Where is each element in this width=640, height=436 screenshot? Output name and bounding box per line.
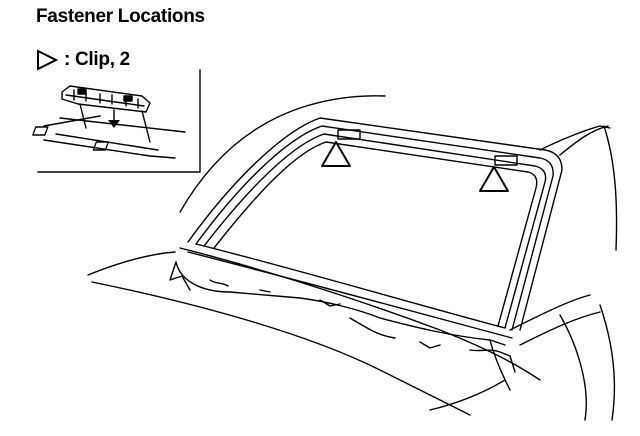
clip-location-left-marker-icon [321, 141, 351, 167]
clip-part [61, 85, 151, 113]
diagram-title: Fastener Locations [36, 6, 205, 27]
clip-location-right-marker-icon [479, 166, 509, 192]
cowl-area [169, 261, 516, 391]
legend-label: : Clip, 2 [64, 49, 130, 70]
legend: : Clip, 2 [36, 48, 130, 72]
windshield [187, 117, 563, 339]
clip-detail-inset [32, 69, 201, 173]
clip-tabs [337, 129, 518, 166]
open-triangle-marker-icon [37, 49, 58, 71]
vehicle-body-outline [87, 95, 618, 421]
